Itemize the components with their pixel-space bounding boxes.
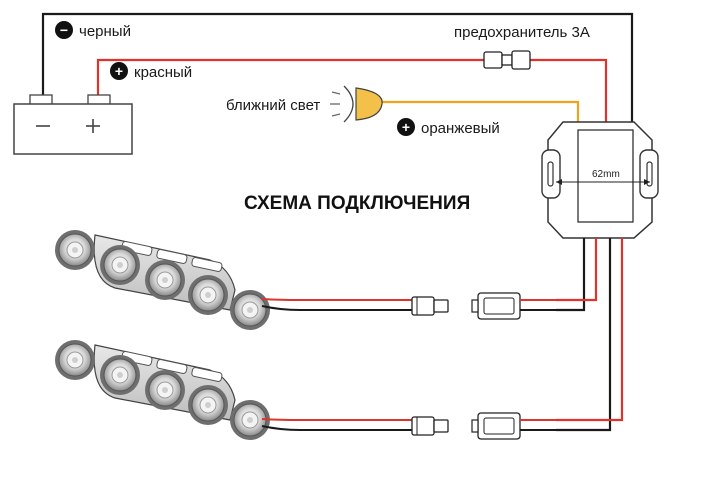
black-wire-top: [41, 12, 634, 125]
red-wire-top: [96, 58, 484, 95]
label-red: красный: [134, 64, 192, 81]
negative-sign: −: [60, 22, 68, 38]
strip1-red-wire: [261, 298, 412, 301]
orange-wire: [378, 100, 580, 125]
battery-icon: [13, 94, 133, 155]
positive-sign: +: [115, 63, 123, 79]
red-wire-fuse-out: [530, 58, 608, 125]
led-strip-icon: [55, 340, 270, 440]
black-wire-down: [556, 238, 586, 312]
headlight-icon: [330, 85, 383, 123]
label-orange: оранжевый: [421, 120, 500, 137]
diagram-title: СХЕМА ПОДКЛЮЧЕНИЯ: [244, 193, 470, 214]
connector-icon: [411, 416, 449, 436]
label-low-beam: ближний свет: [226, 97, 320, 114]
strip2-red-wire: [261, 418, 412, 421]
label-black: черный: [79, 23, 131, 40]
strip1-black-wire: [261, 305, 412, 311]
negative-badge: −: [55, 21, 73, 39]
positive-badge-orange: +: [397, 118, 415, 136]
positive-badge-red: +: [110, 62, 128, 80]
led-strip-icon: [55, 230, 270, 330]
strip2-black-wire: [261, 425, 412, 431]
connector-icon: [411, 296, 449, 316]
controller-box-icon: [541, 121, 659, 239]
red-wire-down: [556, 238, 598, 302]
label-dimension: 62mm: [592, 169, 620, 180]
fuse-icon: [483, 50, 531, 70]
connector-icon: [471, 412, 521, 440]
black-wire-down-2: [556, 238, 612, 432]
red-wire-down-2: [556, 238, 624, 422]
positive-sign: +: [402, 119, 410, 135]
connector-icon: [471, 292, 521, 320]
label-fuse: предохранитель 3А: [454, 24, 590, 41]
